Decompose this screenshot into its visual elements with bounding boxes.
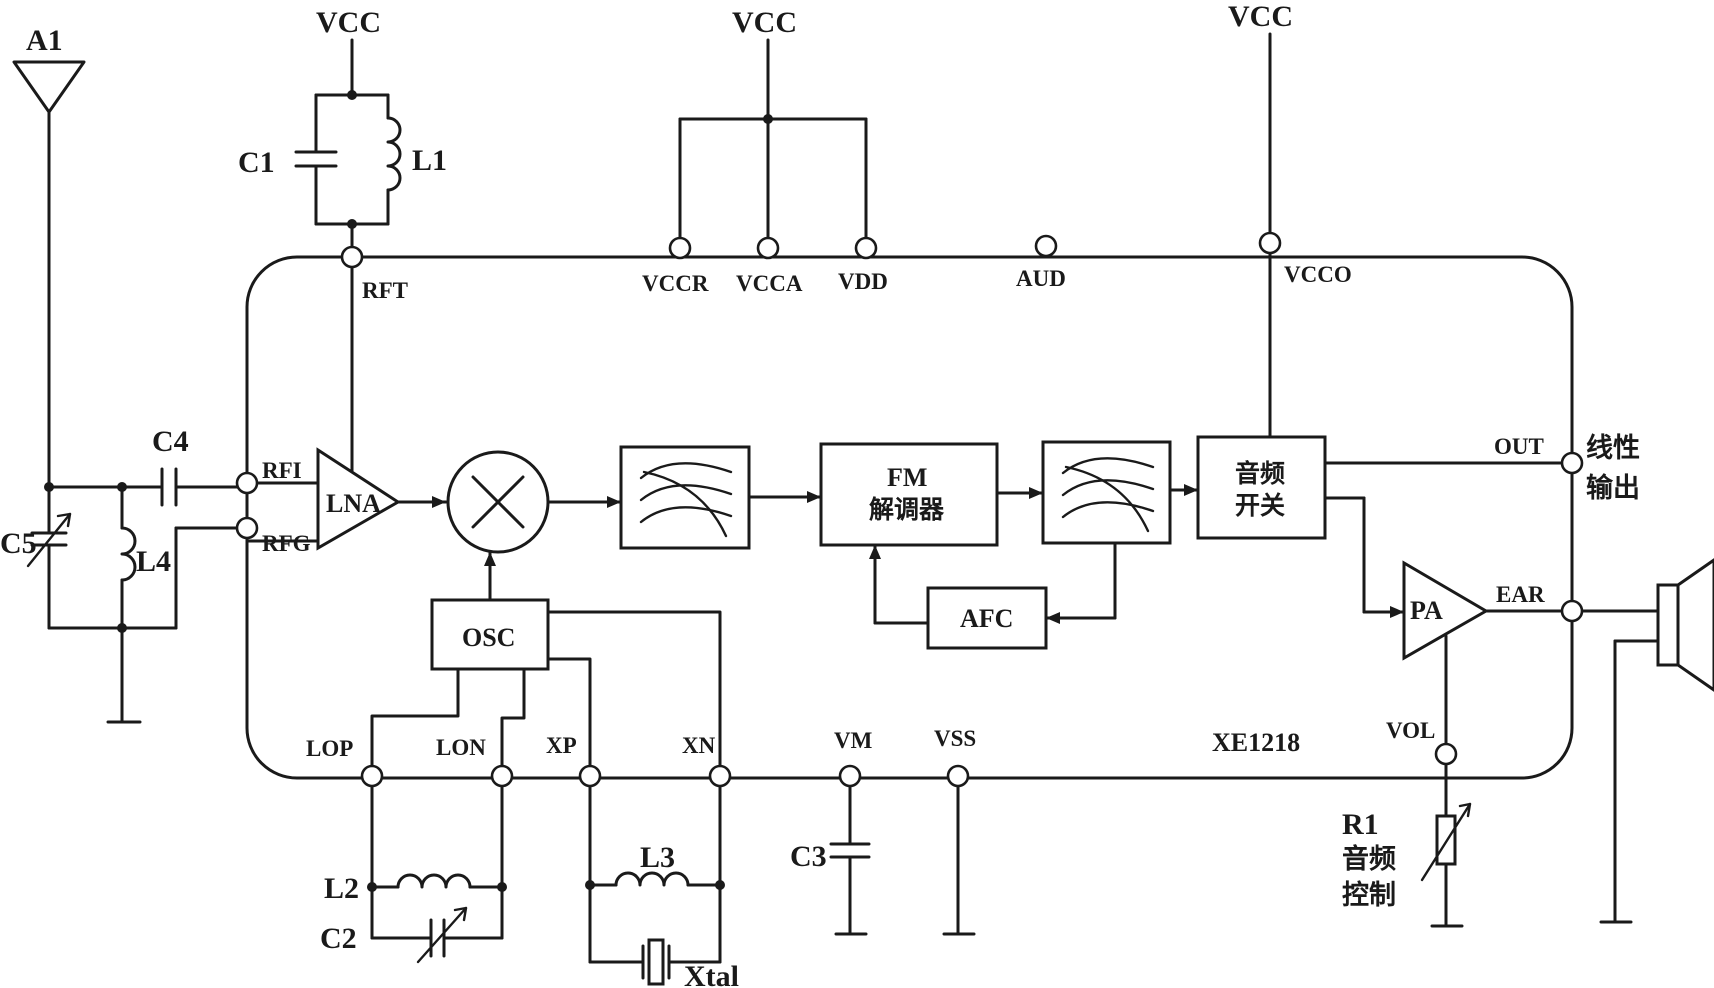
label-r1: R1	[1342, 808, 1379, 841]
label-pin-ear: EAR	[1496, 582, 1545, 607]
lna-block	[316, 447, 401, 551]
speaker-icon	[1656, 558, 1714, 692]
label-fm: FM	[887, 463, 927, 492]
pin-vcco	[1258, 231, 1282, 255]
capacitor-c4	[160, 467, 178, 507]
label-pin-vol: VOL	[1386, 718, 1435, 743]
label-pa: PA	[1410, 596, 1443, 625]
label-a1: A1	[26, 24, 63, 57]
label-linear-out-2: 输出	[1586, 472, 1640, 504]
pin-out	[1560, 451, 1584, 475]
antenna-a1	[12, 60, 86, 489]
label-chip-name: XE1218	[1212, 728, 1300, 757]
crystal-xtal	[641, 938, 671, 986]
oscillator-block	[430, 598, 550, 671]
label-pin-vss: VSS	[934, 726, 976, 751]
label-xtal: Xtal	[684, 960, 739, 988]
label-pin-vccr: VCCR	[642, 271, 709, 296]
pin-ear	[1560, 599, 1584, 623]
label-osc: OSC	[462, 623, 515, 652]
label-pin-xp: XP	[546, 733, 577, 758]
bandpass-filter-1	[619, 445, 751, 550]
pin-rft	[340, 245, 364, 269]
label-pin-vdd: VDD	[838, 269, 888, 294]
label-pin-vm: VM	[834, 728, 873, 753]
label-l3: L3	[640, 841, 675, 874]
capacitor-c1	[294, 150, 338, 168]
capacitor-c3	[829, 842, 871, 859]
pin-vcca	[756, 236, 780, 260]
label-pin-rft: RFT	[362, 278, 408, 303]
label-pin-lon: LON	[436, 735, 486, 760]
pin-rfi	[235, 471, 259, 495]
label-pin-rfg: RFG	[262, 531, 311, 556]
label-audio-switch-1: 音频	[1235, 459, 1285, 488]
pin-lop	[360, 764, 384, 788]
label-pin-rfi: RFI	[262, 458, 302, 483]
label-pin-out: OUT	[1494, 434, 1544, 459]
label-fm-demod: 解调器	[869, 495, 945, 524]
pin-vol	[1434, 742, 1458, 766]
variable-capacitor-c5	[26, 512, 72, 568]
pin-aud	[1034, 234, 1058, 258]
label-pin-vcca: VCCA	[736, 271, 803, 296]
label-audio-control-2: 控制	[1342, 880, 1396, 911]
mixer-block	[446, 450, 550, 554]
inductor-l2	[396, 873, 472, 889]
pin-lon	[490, 764, 514, 788]
label-c2: C2	[320, 922, 357, 955]
potentiometer-r1	[1420, 802, 1472, 882]
label-pin-xn: XN	[682, 733, 716, 758]
pin-vm	[838, 764, 862, 788]
label-audio-switch-2: 开关	[1235, 491, 1285, 520]
fm-demodulator-block	[819, 442, 999, 547]
audio-switch-block	[1196, 435, 1327, 540]
label-c1: C1	[238, 146, 275, 179]
pin-xp	[578, 764, 602, 788]
label-pin-lop: LOP	[306, 736, 353, 761]
label-pin-vcco: VCCO	[1284, 262, 1352, 287]
pin-vccr	[668, 236, 692, 260]
bandpass-filter-2	[1041, 440, 1172, 545]
afc-block	[926, 586, 1048, 650]
label-c5: C5	[0, 527, 37, 560]
label-c3: C3	[790, 840, 827, 873]
label-vcc-mid: VCC	[732, 6, 797, 39]
label-vcc-left: VCC	[316, 6, 381, 39]
label-lna: LNA	[326, 489, 381, 518]
pin-rfg	[235, 516, 259, 540]
label-l4: L4	[136, 545, 171, 578]
power-amp-block	[1402, 560, 1489, 661]
pin-xn	[708, 764, 732, 788]
pin-vss	[946, 764, 970, 788]
pin-vdd	[854, 236, 878, 260]
label-afc: AFC	[960, 604, 1013, 633]
label-linear-out-1: 线性	[1586, 433, 1640, 464]
label-audio-control-1: 音频	[1342, 843, 1396, 875]
label-l2: L2	[324, 872, 359, 905]
label-pin-aud: AUD	[1016, 266, 1066, 291]
label-l1: L1	[412, 144, 447, 177]
inductor-l4	[120, 526, 137, 582]
inductor-l3	[614, 871, 690, 887]
inductor-l1	[386, 116, 402, 192]
label-vcc-right: VCC	[1228, 0, 1293, 33]
label-c4: C4	[152, 425, 189, 458]
variable-capacitor-c2	[416, 906, 468, 964]
